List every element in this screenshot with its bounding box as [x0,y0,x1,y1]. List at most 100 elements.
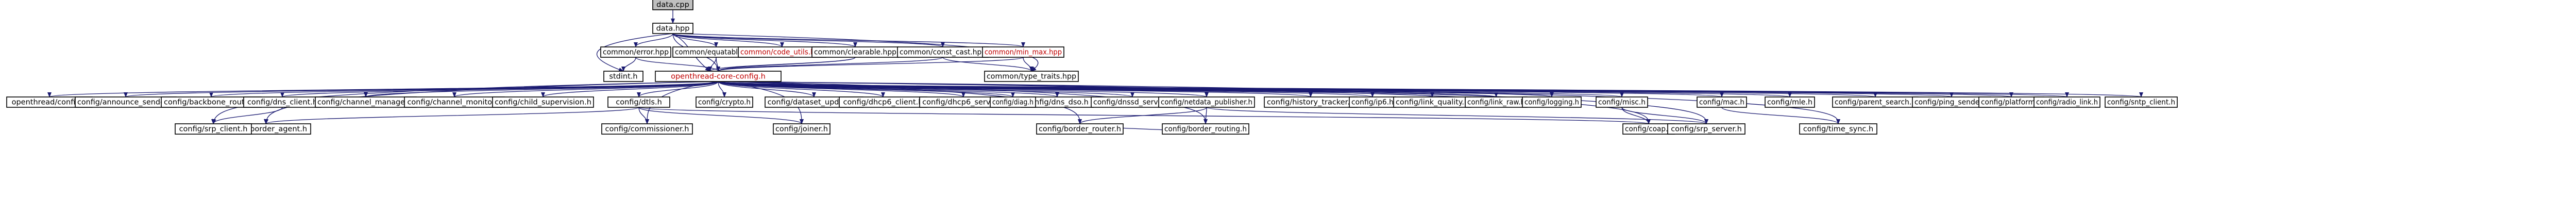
node-srp-client[interactable]: config/srp_client.h [175,123,252,135]
node-label: config/history_tracker.h [1267,99,1354,107]
node-channel-manager[interactable]: config/channel_manager.h [315,96,417,108]
node-label: openthread-core-config.h [671,73,766,81]
node-ping-sender[interactable]: config/ping_sender.h [1912,96,1991,108]
node-dtls[interactable]: config/dtls.h [607,96,670,108]
edge-dtls-to-joiner [638,107,804,124]
node-label: stdint.h [609,73,637,81]
node-box [655,71,782,82]
edge-openthread-core-config-to-srp-server [718,81,1708,124]
node-label: common/code_utils.hpp [740,48,824,57]
node-box [603,71,643,82]
node-label: config/joiner.h [775,125,828,134]
node-label: config/child_supervision.h [495,99,591,107]
node-label: config/radio_link.h [2036,99,2098,107]
node-label: config/srp_server.h [1671,125,1742,134]
node-min-max[interactable]: common/min_max.hpp [982,46,1064,58]
node-label: config/ping_sender.h [1914,99,1989,107]
node-type-traits[interactable]: common/type_traits.hpp [984,71,1079,82]
node-box [652,0,693,10]
edge-error-hpp-to-stdint [621,57,636,72]
edge-mac-to-time-sync [1721,107,1840,124]
node-crypto[interactable]: config/crypto.h [696,96,753,108]
node-backbone-router[interactable]: config/backbone_router.h [161,96,262,108]
node-label: config/sntp_client.h [2107,99,2175,107]
node-label: config/commissioner.h [605,125,689,134]
node-label: config/mle.h [1767,99,1812,107]
node-box [1799,123,1877,135]
node-label: config/border_routing.h [1164,125,1247,134]
node-label: config/dhcp6_server.h [922,99,1005,107]
edge-dtls-to-commissioner [638,107,649,124]
nodes-layer: data.cpp data.hpp stdint.h common/error.hpp… [6,0,2178,135]
node-radio-link[interactable]: config/radio_link.h [2033,96,2100,108]
node-openthread-config[interactable]: openthread/config.h [6,96,93,108]
node-joiner[interactable]: config/joiner.h [773,123,831,135]
edge-error-hpp-to-openthread-core-config [635,57,720,72]
node-label: common/min_max.hpp [985,48,1062,57]
node-parent-search[interactable]: config/parent_search.h [1832,96,1919,108]
node-box [492,96,594,108]
edges-layer [47,10,2143,135]
node-openthread-core-config[interactable]: openthread-core-config.h [655,71,782,82]
node-box [600,46,671,58]
node-equatable-hpp[interactable]: common/equatable.hpp [672,46,760,58]
node-diag[interactable]: config/diag.h [990,96,1036,108]
node-misc[interactable]: config/misc.h [1596,96,1648,108]
node-announce-sender[interactable]: config/announce_sender.h [75,96,177,108]
node-label: config/announce_sender.h [77,99,174,107]
node-ip6[interactable]: config/ip6.h [1349,96,1396,108]
node-link-raw[interactable]: config/link_raw.h [1465,96,1528,108]
node-commissioner[interactable]: config/commissioner.h [601,123,693,135]
node-box [601,123,693,135]
edge-min-max-to-openthread-core-config [716,57,1024,72]
node-box [2033,96,2100,108]
node-time-sync[interactable]: config/time_sync.h [1799,123,1877,135]
node-dhcp6-server2[interactable]: config/dhcp6_server.h [919,96,1008,108]
edge-const-cast-to-openthread-core-config [716,57,943,72]
node-data-hpp[interactable]: data.hpp [652,23,693,34]
node-dns-dso[interactable]: config/dns_dso.h [1021,96,1094,108]
node-dnssd-server[interactable]: config/dnssd_server.h [1091,96,1174,108]
edge-data-hpp-to-clearable-hpp [672,33,857,47]
node-border-router[interactable]: config/border_router.h [1036,123,1124,135]
node-dhcp6-client2[interactable]: config/dhcp6_client.h [839,96,927,108]
node-stdint[interactable]: stdint.h [603,71,643,82]
node-box [1162,123,1249,135]
node-box [1765,96,1815,108]
edge-min-max-to-type-traits [1023,57,1033,72]
edge-netdata-publisher-to-border-router [1078,107,1207,124]
node-label: config/netdata_publisher.h [1161,99,1252,107]
node-dns-client[interactable]: config/dns_client.h [243,96,321,108]
node-sntp-client[interactable]: config/sntp_client.h [2105,96,2178,108]
node-logging[interactable]: config/logging.h [1522,96,1582,108]
node-srp-server[interactable]: config/srp_server.h [1667,123,1745,135]
node-border-routing[interactable]: config/border_routing.h [1162,123,1249,135]
node-mac[interactable]: config/mac.h [1697,96,1747,108]
edge-dtls-to-border-agent [264,107,639,124]
node-netdata-publisher[interactable]: config/netdata_publisher.h [1158,96,1255,108]
node-label: config/link_quality.h [1396,99,1469,107]
node-label: config/coap.h [1625,125,1672,134]
node-label: config/crypto.h [698,99,751,107]
edge-data-hpp-to-equatable-hpp [672,33,718,47]
node-label: common/error.hpp [603,48,669,57]
node-mle[interactable]: config/mle.h [1765,96,1815,108]
node-label: data.hpp [656,25,690,33]
node-coap[interactable]: config/coap.h [1622,123,1675,135]
node-label: common/clearable.hpp [814,48,896,57]
node-channel-monitor[interactable]: config/channel_monitor.h [404,96,505,108]
node-data-hpp-top[interactable]: data.cpp [652,0,693,10]
edge-openthread-core-config-to-dataset-updater [718,81,816,97]
node-child-supervision[interactable]: config/child_supervision.h [492,96,594,108]
edge-netdata-publisher-to-border-routing [1204,107,1208,124]
node-label: config/mac.h [1699,99,1744,107]
node-dataset-updater[interactable]: config/dataset_updater.h [765,96,863,108]
node-label: config/dnssd_server.h [1093,99,1172,107]
node-clearable-hpp[interactable]: common/clearable.hpp [811,46,899,58]
node-link-quality[interactable]: config/link_quality.h [1393,96,1471,108]
node-history-tracker[interactable]: config/history_tracker.h [1264,96,1358,108]
node-const-cast[interactable]: common/const_cast.hpp [897,46,989,58]
node-error-hpp[interactable]: common/error.hpp [600,46,671,58]
node-box [1667,123,1745,135]
node-label: common/const_cast.hpp [900,48,986,57]
